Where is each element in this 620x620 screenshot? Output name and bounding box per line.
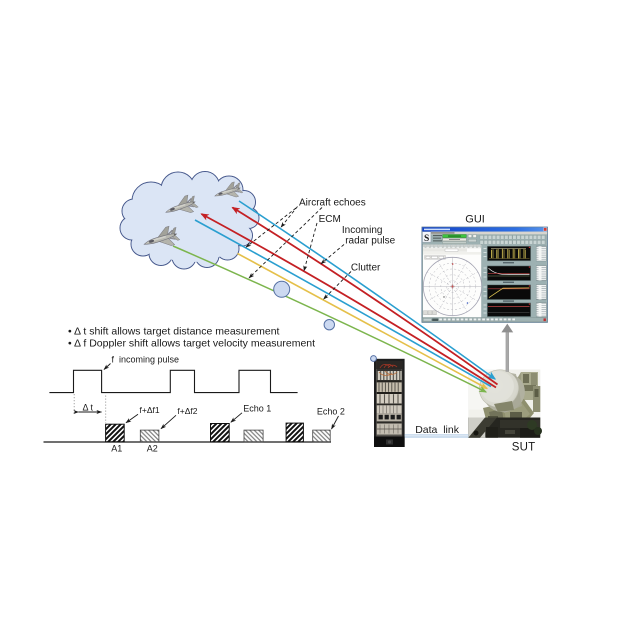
svg-text:• Δ t shift allows target dist: • Δ t shift allows target distance measu…	[68, 326, 280, 338]
svg-text:Data link: Data link	[415, 424, 460, 436]
svg-text:Echo 2: Echo 2	[317, 407, 345, 417]
svg-text:f+Δf1: f+Δf1	[140, 405, 160, 415]
svg-text:A2: A2	[147, 444, 158, 454]
svg-text:Incoming: Incoming	[342, 225, 383, 236]
svg-text:ECM: ECM	[319, 214, 341, 225]
svg-text:SUT: SUT	[512, 442, 536, 454]
svg-text:A1: A1	[111, 444, 122, 454]
svg-text:Clutter: Clutter	[351, 263, 381, 274]
svg-text:f+Δf2: f+Δf2	[177, 406, 197, 416]
svg-text:• Δ f Doppler shift allows tar: • Δ f Doppler shift allows target veloci…	[68, 338, 315, 350]
svg-text:S: S	[424, 234, 429, 244]
svg-text:Aircraft echoes: Aircraft echoes	[299, 197, 366, 208]
svg-text:Δ t: Δ t	[83, 402, 94, 412]
svg-text:radar pulse: radar pulse	[345, 236, 395, 247]
svg-text:Echo 1: Echo 1	[243, 404, 271, 414]
svg-text:GUI: GUI	[465, 214, 485, 226]
svg-text:f incoming pulse: f incoming pulse	[112, 354, 180, 364]
